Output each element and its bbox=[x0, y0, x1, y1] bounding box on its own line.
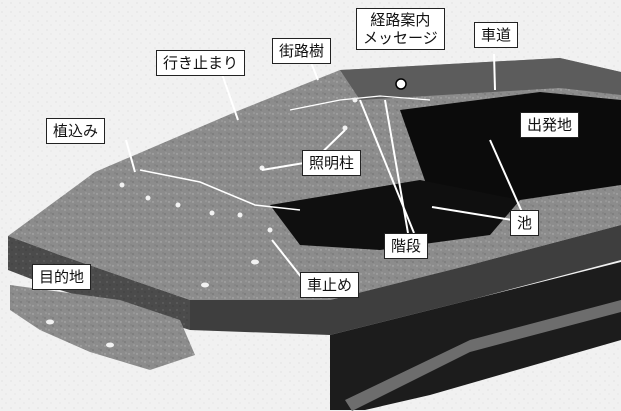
label-destination: 目的地 bbox=[32, 264, 92, 290]
message-marker bbox=[395, 78, 407, 90]
plant-marker bbox=[237, 212, 243, 218]
bollard-marker bbox=[46, 319, 54, 325]
label-departure: 出発地 bbox=[520, 112, 580, 138]
label-pond: 池 bbox=[510, 210, 540, 236]
front-road-stripe bbox=[345, 300, 621, 411]
leader-line bbox=[493, 53, 496, 91]
plant-marker bbox=[119, 182, 125, 188]
terrain-front-wall bbox=[8, 236, 190, 330]
plant-marker bbox=[267, 227, 273, 233]
path-line bbox=[139, 169, 301, 211]
leader-line bbox=[125, 139, 136, 173]
label-stairs: 階段 bbox=[384, 233, 429, 259]
label-dead-end: 行き止まり bbox=[156, 50, 246, 76]
leader-lines bbox=[125, 53, 523, 279]
leader-line bbox=[359, 99, 415, 234]
label-planting: 植込み bbox=[46, 118, 106, 144]
plant-marker bbox=[145, 195, 151, 201]
leader-line bbox=[261, 162, 305, 171]
label-bollard: 車止め bbox=[300, 272, 360, 298]
plant-marker bbox=[352, 97, 358, 103]
label-guidance-message-line-1: 経路案内 bbox=[370, 11, 431, 29]
label-roadway: 車道 bbox=[474, 22, 519, 48]
bollard-marker bbox=[201, 282, 209, 288]
leader-line bbox=[221, 73, 239, 121]
plant-marker bbox=[209, 210, 215, 216]
plant-marker bbox=[342, 125, 348, 131]
roadway-strip bbox=[340, 58, 621, 100]
plant-marker bbox=[175, 202, 181, 208]
leader-line bbox=[489, 139, 523, 213]
path-line bbox=[289, 95, 431, 111]
pond-shape bbox=[270, 180, 520, 250]
bollard-marker bbox=[251, 259, 259, 265]
terrain-right-wall bbox=[190, 225, 621, 335]
leader-line bbox=[431, 206, 513, 221]
bollard-marker bbox=[106, 342, 114, 348]
label-guidance-message-line-2: メッセージ bbox=[363, 29, 438, 47]
label-lighting-pole: 照明柱 bbox=[302, 150, 362, 176]
leader-line bbox=[271, 239, 303, 279]
destination-platform bbox=[10, 285, 195, 370]
label-guidance-message: 経路案内 メッセージ bbox=[356, 8, 445, 50]
label-street-trees: 街路樹 bbox=[272, 38, 332, 64]
